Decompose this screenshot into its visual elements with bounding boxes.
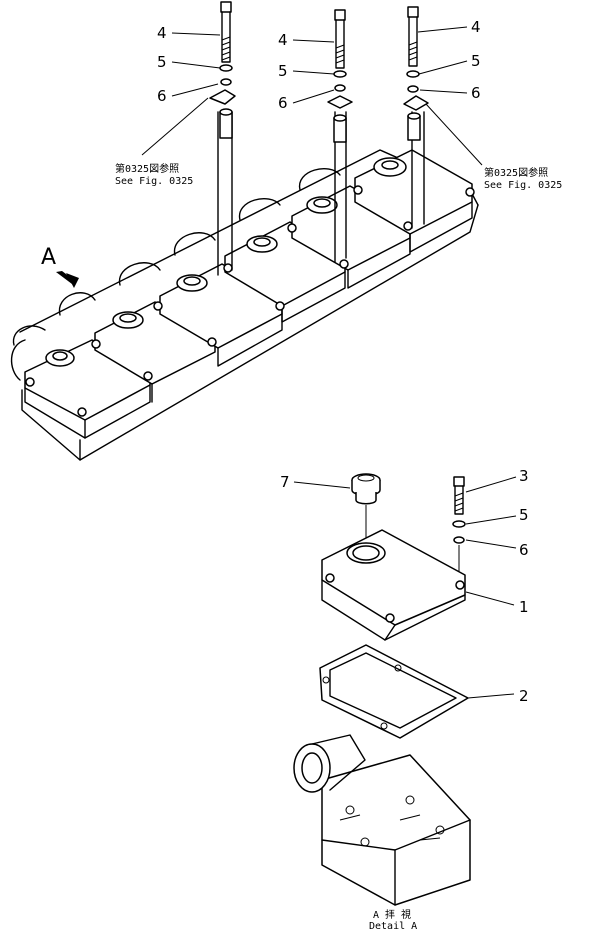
callout-5-washer: 5: [519, 506, 529, 524]
callout-5-left: 5: [157, 53, 167, 71]
view-arrow-icon: [56, 271, 79, 288]
callout-6-right: 6: [471, 84, 481, 102]
bolt-stack-right: [403, 6, 429, 141]
reference-left-en: See Fig. 0325: [115, 176, 193, 187]
callout-7-cap: 7: [280, 473, 290, 491]
reference-right-en: See Fig. 0325: [484, 180, 562, 191]
view-marker-label: A: [41, 245, 56, 270]
reference-right-jp: 第0325図参照: [484, 166, 548, 179]
detail-caption-jp: A 拝 視: [373, 908, 411, 921]
cover-bolts: [25, 185, 475, 417]
cylinder-head-detail: [293, 734, 471, 906]
detail-caption-en: Detail A: [369, 921, 417, 931]
top-leader-lines: [141, 26, 483, 166]
callout-5-right: 5: [471, 52, 481, 70]
reference-left-jp: 第0325図参照: [115, 162, 179, 175]
callout-6-left: 6: [157, 87, 167, 105]
callout-1-cover: 1: [519, 598, 529, 616]
callout-3-bolt: 3: [519, 467, 529, 485]
bolt-stack-middle: [327, 9, 353, 143]
callout-4-right: 4: [471, 18, 481, 36]
callout-5-middle: 5: [278, 62, 288, 80]
detail-bolt-stack: [452, 476, 466, 580]
callout-6-lock-washer: 6: [519, 541, 529, 559]
bolt-stack-left: [209, 1, 236, 139]
rocker-cover-detail: [321, 529, 466, 641]
rocker-cover-gasket: [319, 644, 469, 739]
rocker-cover-6: [354, 149, 473, 253]
callout-2-gasket: 2: [519, 687, 529, 705]
oil-filler-cap: [351, 473, 381, 505]
callout-4-left: 4: [157, 24, 167, 42]
callout-4-middle: 4: [278, 31, 288, 49]
cylinder-head-assembly: [10, 111, 479, 461]
cap-leader: [293, 481, 351, 489]
callout-6-middle: 6: [278, 94, 288, 112]
